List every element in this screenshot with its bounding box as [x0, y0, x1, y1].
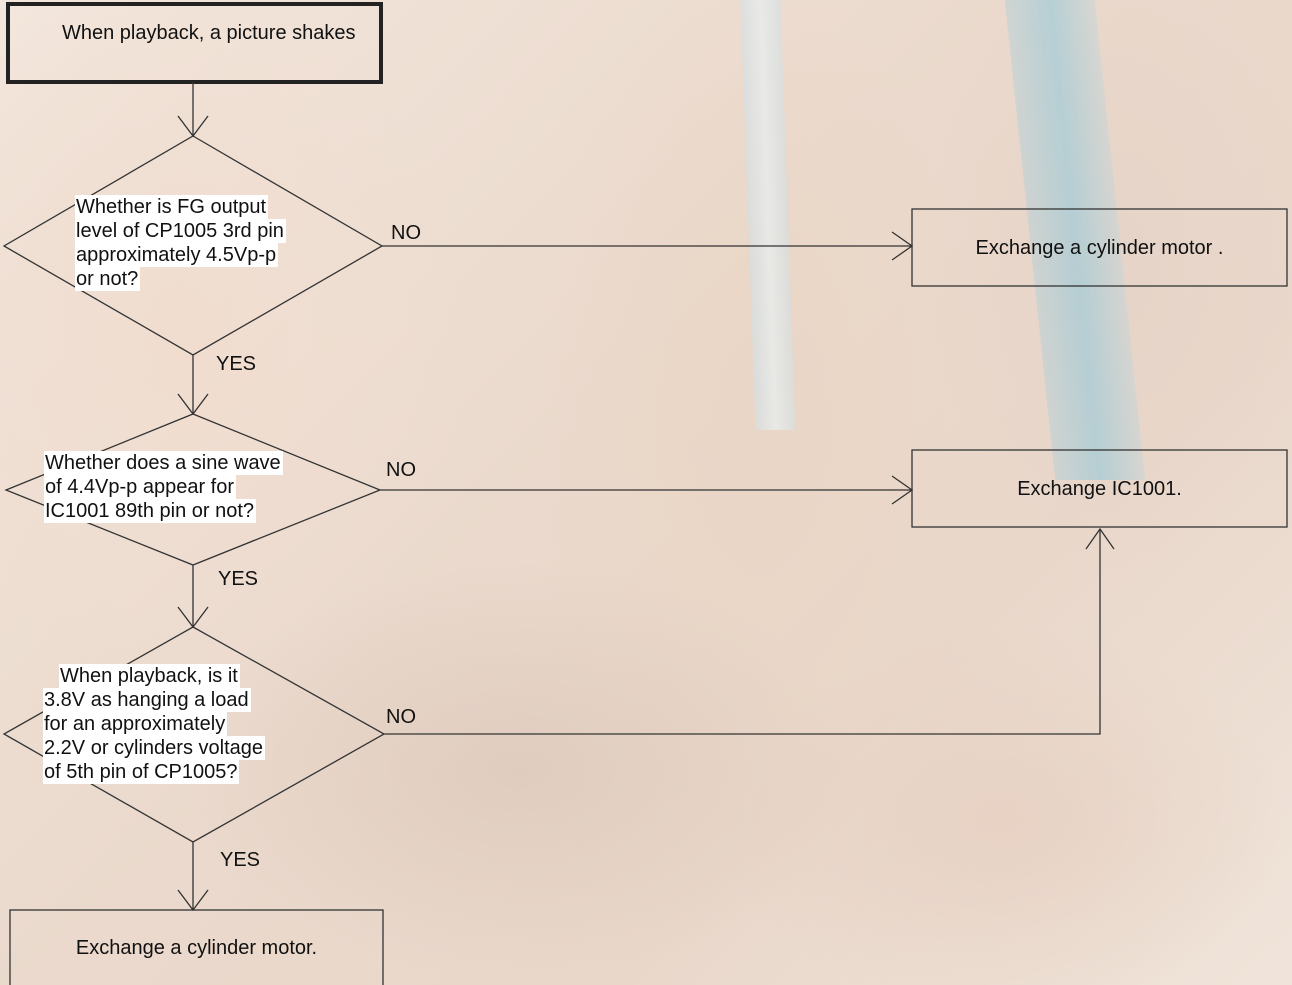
q3-line: 3.8V as hanging a load: [43, 688, 251, 712]
action-ic-label: Exchange IC1001.: [1017, 478, 1182, 500]
q1-label: Whether is FG output level of CP1005 3rd…: [75, 195, 375, 291]
start-box: [6, 2, 383, 84]
q1-no-label: NO: [391, 222, 421, 244]
q3-line: of 5th pin of CP1005?: [43, 760, 240, 784]
q3-line: 2.2V or cylinders voltage: [43, 736, 266, 760]
q2-line: IC1001 89th pin or not?: [44, 499, 257, 523]
action-box-motor-top: [911, 208, 1288, 287]
q3-no-label: NO: [386, 706, 416, 728]
q2-line: of 4.4Vp-p appear for: [44, 475, 237, 499]
q1-line: approximately 4.5Vp-p: [75, 243, 279, 267]
q3-line: When playback, is it: [59, 664, 240, 688]
q2-yes-label: YES: [218, 568, 259, 590]
action-box-motor-bottom: [9, 909, 384, 985]
q1-line: level of CP1005 3rd pin: [75, 219, 286, 243]
start-label: When playback, a picture shakes: [62, 22, 356, 44]
q1-line: or not?: [75, 267, 141, 291]
q2-label: Whether does a sine wave of 4.4Vp-p appe…: [44, 451, 364, 523]
arrowhead: [1085, 527, 1115, 550]
q2-line: Whether does a sine wave: [44, 451, 283, 475]
q3-label: When playback, is it 3.8V as hanging a l…: [43, 664, 363, 784]
q2-no-label: NO: [386, 459, 416, 481]
q3-line: for an approximately: [43, 712, 228, 736]
action-motor-bottom-label: Exchange a cylinder motor.: [75, 937, 318, 959]
action-box-ic: [911, 449, 1288, 528]
q3-yes-label: YES: [220, 849, 261, 871]
connector-q3-no: [384, 529, 1101, 735]
q1-line: Whether is FG output: [75, 195, 269, 219]
action-motor-top-label: Exchange a cylinder motor .: [975, 237, 1224, 259]
q1-yes-label: YES: [216, 353, 257, 375]
